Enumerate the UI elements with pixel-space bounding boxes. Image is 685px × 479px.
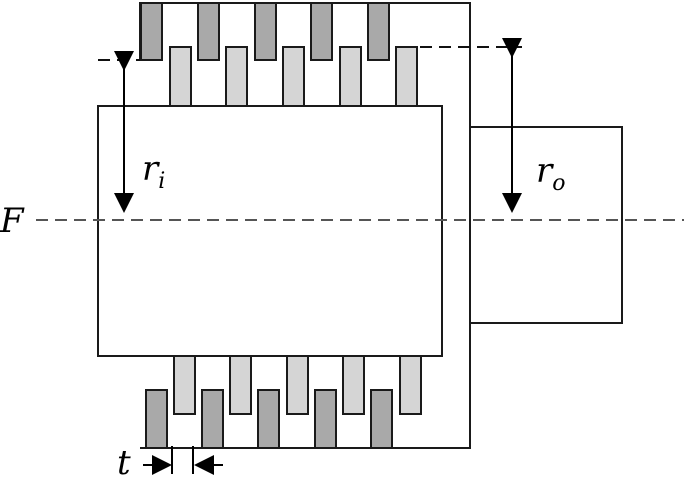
top-dark-plate-5 xyxy=(367,2,390,61)
outer-shaft xyxy=(469,126,623,324)
top-light-plates xyxy=(169,46,418,107)
bottom-light-plate-3 xyxy=(286,355,309,415)
inner-radius-label: ri xyxy=(142,149,165,194)
top-light-plate-5 xyxy=(395,46,418,107)
outer-radius-label: ro xyxy=(536,151,566,196)
top-dark-plates xyxy=(140,2,390,61)
bottom-light-plate-5 xyxy=(399,355,422,415)
top-light-plate-4 xyxy=(339,46,362,107)
top-light-plate-1 xyxy=(169,46,192,107)
bottom-dark-plate-3 xyxy=(257,389,280,449)
bottom-light-plate-2 xyxy=(229,355,252,415)
force-label: F xyxy=(0,201,25,241)
bottom-dark-plate-1 xyxy=(145,389,168,449)
top-dark-plate-3 xyxy=(254,2,277,61)
bottom-light-plate-4 xyxy=(342,355,365,415)
top-dark-plate-1 xyxy=(140,2,163,61)
bottom-dark-plate-2 xyxy=(201,389,224,449)
top-dark-plate-4 xyxy=(310,2,333,61)
top-light-plate-3 xyxy=(282,46,305,107)
thickness-label: t xyxy=(117,443,131,479)
bottom-dark-plate-4 xyxy=(314,389,337,449)
top-light-plate-2 xyxy=(225,46,248,107)
bottom-dark-plate-5 xyxy=(370,389,393,449)
top-dark-plate-2 xyxy=(197,2,220,61)
inner-hub xyxy=(97,105,443,357)
bottom-light-plates xyxy=(173,355,422,415)
bottom-light-plate-1 xyxy=(173,355,196,415)
bottom-dark-plates xyxy=(145,389,393,449)
